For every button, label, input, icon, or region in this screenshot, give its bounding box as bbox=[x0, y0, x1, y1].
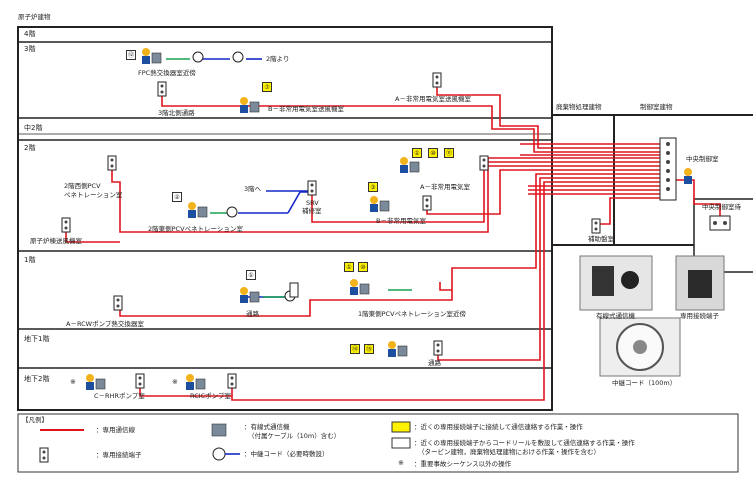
location-west-pcv-line1: 2階西側PCV bbox=[64, 183, 101, 190]
location-corridor-1f: 通路 bbox=[246, 311, 259, 318]
waste-building-frame bbox=[552, 115, 614, 245]
tag-a-elec-3: ⑪ bbox=[444, 148, 454, 158]
reactor-building-frame bbox=[18, 27, 552, 410]
location-srv-line1: SRV bbox=[306, 200, 319, 207]
location-central-control-room: 中央制御室 bbox=[686, 156, 719, 163]
location-b-elec-room: B－非常用電気室 bbox=[376, 218, 426, 225]
floor-label-3f: 3階 bbox=[24, 46, 35, 53]
tag-corridor-1f: ① bbox=[246, 270, 256, 280]
tag-b1-1: ⑭ bbox=[350, 344, 360, 354]
relay-reel-icon bbox=[193, 52, 203, 62]
location-a-hvac-room: A－非常用電気室送風機室 bbox=[395, 96, 471, 103]
photo-caption-terminal: 専用接続端子 bbox=[680, 313, 719, 320]
photo-wired-phone bbox=[580, 256, 652, 310]
legend-title: 【凡例】 bbox=[22, 417, 48, 424]
legend-wired-phone-line1: ：有線式通信機 bbox=[244, 424, 290, 431]
tag-a-elec-2: ⑩ bbox=[428, 148, 438, 158]
floor-label-b1: 地下1階 bbox=[24, 336, 49, 343]
photo-caption-relay-cord: 中継コード（100m） bbox=[612, 380, 676, 387]
location-fpc: FPC熱交換器室近傍 bbox=[138, 70, 196, 77]
location-east-pcv-1f: 1階東側PCVペネトレーション室近傍 bbox=[358, 311, 466, 318]
relay-reel-icon bbox=[233, 52, 243, 62]
star-marker-rcic: ※ bbox=[172, 379, 178, 386]
legend-wired-phone-line2: （付属ケーブル（10m）含む） bbox=[248, 433, 340, 440]
location-north-corridor-3f: 3階北側通路 bbox=[158, 110, 195, 117]
tag-east-pcv-1f-2: ⑩ bbox=[358, 262, 368, 272]
location-c-rhr: C－RHRポンプ室 bbox=[94, 393, 145, 400]
location-srv-line2: 補修室 bbox=[302, 208, 322, 215]
tag-east-pcv-1f-1: ① bbox=[344, 262, 354, 272]
tag-east-pcv-2f: ② bbox=[172, 192, 182, 202]
legend-white-desc-line2: （タービン建物，廃棄物処理建物における作業・操作を含む） bbox=[418, 449, 600, 456]
legend-dedicated-line: ：専用通信線 bbox=[96, 427, 135, 434]
reactor-building-label: 原子炉建物 bbox=[18, 14, 51, 21]
tag-a-elec-1: ① bbox=[412, 148, 422, 158]
photo-terminal bbox=[676, 256, 724, 310]
location-b-hvac-room: B－非常用電気室送風機室 bbox=[268, 106, 344, 113]
location-aux-panel-room: 補助盤室 bbox=[588, 236, 614, 243]
floor-label-2f: 2階 bbox=[24, 145, 35, 152]
location-central-control-room2: 中央制御室待 bbox=[702, 204, 741, 211]
location-from-2f: 2階より bbox=[266, 56, 290, 63]
legend-star-symbol: ※ bbox=[398, 460, 404, 467]
location-reactor-vent-room: 原子炉棟送風機室 bbox=[30, 238, 82, 245]
star-marker-c-rhr: ※ bbox=[70, 379, 76, 386]
legend-relay-cord: ：中継コード（必要時敷設） bbox=[244, 451, 329, 458]
floor-label-b2: 地下2階 bbox=[24, 376, 49, 383]
relay-reel-icon bbox=[227, 207, 237, 217]
tag-b-hvac: ⑦ bbox=[262, 82, 272, 92]
location-rcic: RCICポンプ室 bbox=[190, 393, 231, 400]
legend-star-desc: ：重要事故シーケンス以外の操作 bbox=[414, 461, 511, 468]
legend-white-desc-line1: ：近くの専用接続端子からコードリールを敷設して通信連絡する作業・操作 bbox=[414, 440, 635, 447]
floor-label-m2f: 中2階 bbox=[24, 125, 42, 132]
floor-label-4f: 4階 bbox=[24, 31, 35, 38]
location-a-elec-room: A－非常用電気室 bbox=[420, 184, 470, 191]
tag-b-elec: ③ bbox=[368, 182, 378, 192]
location-west-pcv-line2: ペネトレーション室 bbox=[64, 192, 122, 199]
legend-dedicated-terminal: ：専用接続端子 bbox=[96, 452, 142, 459]
control-building-label: 制御室建物 bbox=[640, 104, 673, 111]
floor-label-1f: 1階 bbox=[24, 257, 35, 264]
location-a-rcw: A－RCWポンプ熱交換器室 bbox=[66, 321, 144, 328]
tag-fpc: ⑫ bbox=[126, 50, 136, 60]
relay-cord-lines bbox=[198, 59, 312, 297]
photo-relay-cord bbox=[600, 318, 680, 376]
location-east-pcv-2f: 2階東側PCVペネトレーション室 bbox=[148, 226, 243, 233]
location-corridor-b1: 通路 bbox=[428, 360, 441, 367]
location-to-3f: 3階へ bbox=[244, 186, 261, 193]
photo-caption-wired-phone: 有線式通信機 bbox=[596, 313, 635, 320]
legend-yellow-desc: ：近くの専用接続端子に接続して通信連絡する作業・操作 bbox=[414, 424, 583, 431]
phone-cable-lines bbox=[166, 59, 412, 297]
tag-b1-2: ⑮ bbox=[364, 344, 374, 354]
waste-building-label: 廃棄物処理建物 bbox=[556, 104, 602, 111]
